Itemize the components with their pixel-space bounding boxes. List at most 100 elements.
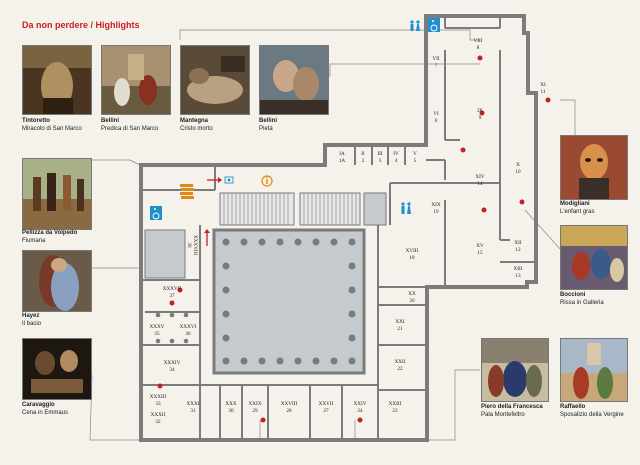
thumb-raffaello — [560, 338, 628, 402]
room-label: XXXIII — [150, 394, 167, 400]
central-courtyard — [212, 228, 366, 375]
room-number: 5 — [414, 158, 417, 164]
service-areas — [144, 192, 387, 279]
room-number: 10 — [515, 169, 521, 175]
room-label: XXI — [395, 319, 404, 325]
highlight-dot — [460, 147, 466, 153]
work-title: Predica di San Marco — [101, 125, 159, 132]
room-label: IV — [393, 151, 399, 157]
room-label: X — [516, 162, 520, 168]
room-label: XXVII — [319, 401, 334, 407]
highlight-dot — [519, 199, 525, 205]
room-label: XXXVIII — [192, 235, 198, 255]
room-number: 29 — [252, 408, 258, 414]
caption-bellini-predica: Bellini Predica di San Marco — [101, 118, 173, 133]
artist-name: Piero della Francesca — [481, 404, 543, 410]
caption-raffaello: Raffaello Sposalizio della Vergine — [560, 404, 630, 419]
room-number: 19 — [433, 209, 439, 215]
room-label: XX — [408, 291, 416, 297]
caption-pellizza: Pellizza da Volpedo Fiumana — [22, 230, 97, 245]
artist-name: Hayez — [22, 313, 40, 319]
room-label: XV — [476, 243, 484, 249]
room-label: II — [361, 151, 365, 157]
room-label: VIII — [474, 38, 483, 44]
work-title: Pietà — [259, 125, 273, 132]
thumb-hayez — [22, 250, 92, 312]
highlight-dot — [169, 300, 175, 306]
highlight-dot — [357, 417, 363, 423]
wheelchair-icon — [428, 18, 440, 32]
connector-line — [179, 29, 480, 41]
entrance-arrow-icon — [204, 177, 222, 246]
highlight-dot — [157, 383, 163, 389]
room-number: 22 — [397, 366, 403, 372]
room-number: 21 — [397, 326, 403, 332]
restroom-icon — [401, 202, 411, 214]
work-title: Sposalizio della Vergine — [560, 411, 624, 418]
thumb-modigliani — [560, 135, 628, 200]
camera-icon — [224, 176, 234, 184]
room-number: 32 — [155, 419, 161, 425]
room-number: 28 — [286, 408, 292, 414]
room-number: 23 — [392, 408, 398, 414]
room-number: 27 — [323, 408, 329, 414]
work-title: L'enfant gras — [560, 208, 595, 215]
highlight-markers — [157, 55, 551, 423]
room-label: XIII — [514, 266, 523, 272]
room-label: XXVIII — [281, 401, 298, 407]
stair-steps — [223, 193, 357, 225]
room-label: XXII — [395, 359, 406, 365]
highlight-dot — [545, 97, 551, 103]
work-title: Il bacio — [22, 320, 42, 327]
bookshop-icon — [180, 184, 194, 199]
thumb-caravaggio — [22, 338, 92, 400]
work-title: Cena in Emmaus — [22, 409, 69, 416]
room-label: VI — [433, 111, 439, 117]
room-label: XIV — [475, 174, 484, 180]
restroom-icon — [410, 20, 420, 31]
room-number: 24 — [357, 408, 363, 414]
room-label: XI — [540, 82, 546, 88]
room-number: 33 — [155, 401, 161, 407]
room-label: XXXIV — [164, 360, 181, 366]
room-label: XXIX — [249, 401, 262, 407]
room-number: 35 — [154, 331, 160, 337]
connector-line — [354, 369, 480, 441]
room-label: XIX — [431, 202, 440, 208]
caption-tintoretto: Tintoretto Miracolo di San Marco — [22, 118, 94, 133]
artist-name: Pellizza da Volpedo — [22, 230, 78, 236]
courtyard-columns — [222, 238, 356, 365]
room-label: XXXII — [151, 412, 166, 418]
room-number: 20 — [409, 298, 415, 304]
room-label: XII — [514, 240, 521, 246]
wheelchair-icon — [150, 206, 162, 220]
caption-bellini-pieta: Bellini Pietà — [259, 118, 331, 133]
room-number: 7 — [435, 63, 438, 69]
room-label: III — [377, 151, 382, 157]
room-number: 15 — [477, 250, 483, 256]
highlight-dot — [177, 287, 183, 293]
work-title: Miracolo di San Marco — [22, 125, 82, 132]
room-number: 1A — [339, 158, 346, 164]
room-number: 3 — [379, 158, 382, 164]
highlight-dot — [260, 417, 266, 423]
room-number: 38 — [186, 242, 192, 248]
room-number: 12 — [515, 247, 521, 253]
room-label: XXXI — [187, 401, 200, 407]
room-number: 37 — [169, 293, 175, 299]
caption-caravaggio: Caravaggio Cena in Emmaus — [22, 402, 94, 417]
info-icon — [261, 175, 273, 187]
caption-boccioni: Boccioni Rissa in Galleria — [560, 292, 630, 307]
room-number: 11 — [541, 89, 546, 95]
highlight-dot — [481, 207, 487, 213]
room-number: 8 — [477, 45, 480, 51]
work-title: Pala Montefeltro — [481, 411, 525, 418]
artist-name: Mantegna — [180, 118, 209, 124]
artist-name: Tintoretto — [22, 118, 50, 124]
artist-name: Bellini — [259, 118, 278, 124]
artist-name: Boccioni — [560, 292, 586, 298]
highlight-dot — [477, 55, 483, 61]
room-label: XXXVI — [180, 324, 197, 330]
thumb-mantegna — [180, 45, 250, 115]
